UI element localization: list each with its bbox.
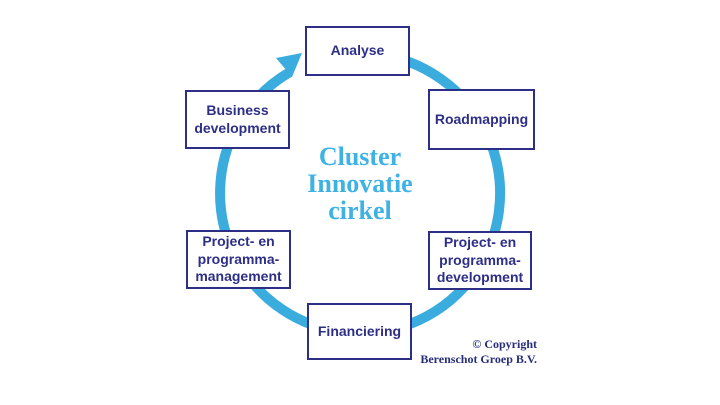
node-roadmapping-label: Roadmapping — [434, 110, 529, 127]
node-project-programma-development-label: Project- en programma- development — [436, 233, 524, 286]
copyright-notice: © Copyright Berenschot Groep B.V. — [390, 337, 537, 368]
node-business-development-label: Business development — [194, 101, 281, 136]
node-roadmapping: Roadmapping — [428, 89, 535, 150]
copyright-line1: © Copyright — [472, 337, 537, 351]
node-financiering-label: Financiering — [317, 322, 402, 339]
node-project-programma-development: Project- en programma- development — [428, 231, 532, 290]
node-business-development: Business development — [185, 90, 290, 149]
node-analyse-label: Analyse — [330, 42, 385, 59]
diagram-title: Cluster Innovatie cirkel — [307, 142, 413, 226]
node-financiering: Financiering — [307, 303, 412, 360]
clockwise-arrow-head-icon — [276, 53, 302, 77]
copyright-line2: Berenschot Groep B.V. — [420, 352, 537, 367]
node-project-programma-management: Project- en programma- management — [186, 230, 291, 289]
node-analyse: Analyse — [305, 26, 410, 76]
node-project-programma-management-label: Project- en programma- management — [195, 232, 282, 285]
cycle-arc — [215, 48, 506, 339]
